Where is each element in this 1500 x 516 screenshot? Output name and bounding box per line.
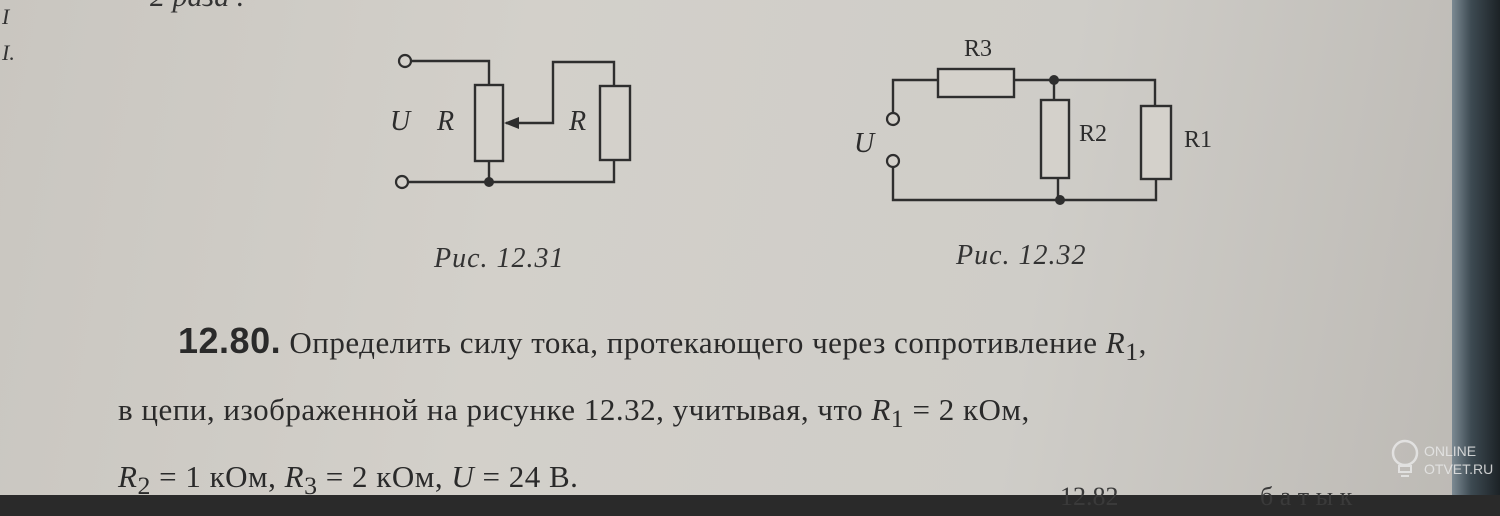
- sub-1: 1: [1125, 337, 1139, 367]
- textbook-page: 2 раза . I I. U R R: [0, 0, 1458, 511]
- lightbulb-icon: [1391, 439, 1419, 477]
- var-r2: R: [118, 459, 138, 495]
- caption-fig-12-31: Рис. 12.31: [434, 243, 565, 274]
- watermark: ONLINE OTVET.RU: [1388, 436, 1498, 486]
- value-u: = 24 В.: [482, 459, 579, 495]
- figure-12-31: U R R: [390, 53, 632, 190]
- wire-top: [1014, 78, 1157, 106]
- problem-number: 12.80.: [178, 320, 282, 361]
- rheostat-resistor: [473, 83, 505, 163]
- watermark-line-2: OTVET.RU: [1424, 461, 1494, 477]
- sub-1: 1: [890, 404, 905, 434]
- margin-mark: I.: [2, 40, 15, 65]
- value-r3: = 2 кОм,: [325, 459, 444, 495]
- resistor-r2: [1039, 98, 1071, 180]
- wire-top-left: [411, 59, 491, 85]
- terminal-bottom: [885, 153, 901, 169]
- terminal-bottom: [394, 174, 410, 190]
- resistor-r3: [936, 67, 1016, 99]
- clipped-bottom-text: 12.82: [1060, 482, 1119, 511]
- junction-dot: [484, 177, 494, 187]
- problem-12-80: 12.80. Определить силу тока, протекающег…: [118, 312, 1448, 516]
- margin-mark: I: [2, 4, 10, 29]
- wire-bottom: [891, 167, 1158, 202]
- problem-line-3: R2 = 1 кОм, R3 = 2 кОм, U = 24 В.: [118, 448, 1448, 515]
- caption-fig-12-32: Рис. 12.32: [956, 240, 1087, 271]
- var-r1: R: [871, 392, 891, 428]
- label-r-load: R: [568, 106, 586, 137]
- var-r1: R: [1105, 325, 1126, 360]
- label-r-rheostat: R: [436, 106, 454, 137]
- value-r1: = 2 кОм,: [912, 392, 1030, 428]
- label-r3: R3: [964, 36, 992, 62]
- wire-bottom: [408, 160, 616, 184]
- watermark-line-1: ONLINE: [1424, 443, 1477, 459]
- problem-text: в цепи, изображенной на рисунке 12.32, у…: [118, 392, 864, 428]
- load-resistor: [598, 84, 632, 162]
- label-u: U: [854, 128, 876, 159]
- problem-line-2: в цепи, изображенной на рисунке 12.32, у…: [118, 381, 1448, 448]
- junction-dot-bottom: [1055, 195, 1065, 205]
- var-u: U: [451, 459, 475, 495]
- watermark-text: ONLINE OTVET.RU: [1424, 442, 1493, 478]
- wire-left-top: [891, 78, 938, 113]
- figures-svg: U R R R3 R2 R1 U: [390, 36, 1212, 205]
- value-r2: = 1 кОм,: [159, 459, 277, 495]
- terminal-top: [885, 111, 901, 127]
- sub-3: 3: [304, 471, 318, 501]
- problem-text: Определить силу тока, протекающего через…: [289, 325, 1098, 360]
- sub-2: 2: [137, 471, 151, 501]
- slider-arrow-icon: [504, 117, 519, 129]
- label-r2: R2: [1079, 121, 1107, 147]
- problem-line-1: 12.80. Определить силу тока, протекающег…: [118, 312, 1448, 381]
- clipped-bottom-text: б а т ы к: [1260, 482, 1353, 511]
- punct: ,: [1138, 325, 1147, 360]
- label-r1: R1: [1184, 127, 1212, 153]
- wire-slider: [506, 60, 616, 125]
- clipped-top-text: 2 раза .: [150, 0, 244, 14]
- label-u: U: [390, 106, 412, 137]
- figure-12-32: R3 R2 R1 U: [854, 36, 1212, 205]
- terminal-top: [397, 53, 413, 69]
- resistor-r1: [1139, 104, 1173, 181]
- var-r3: R: [284, 459, 305, 495]
- background-edge: [1452, 0, 1500, 495]
